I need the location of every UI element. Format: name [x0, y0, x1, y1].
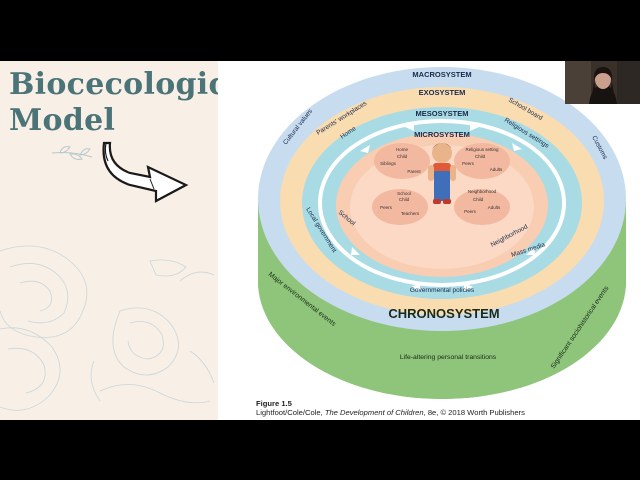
figure-number: Figure 1.5 — [256, 399, 292, 408]
svg-text:Siblings: Siblings — [380, 161, 397, 166]
left-decorative-panel: Biocecological Model — [0, 61, 218, 420]
bubble-school: School Child Peers Teachers — [372, 189, 428, 225]
mesosystem-label: MESOSYSTEM — [416, 109, 469, 118]
presentation-slide: Biocecological Model — [0, 61, 640, 420]
meso-track-arrows — [351, 123, 535, 291]
bubble-neighborhood: Neighborhood Child Peers Adults — [454, 189, 510, 225]
leaf-sprig-icon — [51, 146, 93, 160]
slide-title-line-1: Biocecological — [9, 67, 218, 102]
microsystem-label: MICROSYSTEM — [414, 130, 470, 139]
curved-arrow-icon — [102, 141, 189, 203]
governmental-policies-label: Governmental policies — [410, 287, 475, 294]
caption-prefix: Lightfoot/Cole/Cole, — [256, 408, 325, 417]
bubble-religious-setting: Religious setting Child Peers Adults — [454, 143, 510, 179]
svg-text:Parent: Parent — [407, 169, 421, 174]
svg-text:Adults: Adults — [488, 205, 501, 210]
svg-text:Child: Child — [399, 197, 410, 202]
rose-flowers — [0, 245, 215, 411]
svg-text:Child: Child — [475, 154, 486, 159]
life-altering-transitions-label: Life-altering personal transitions — [400, 354, 497, 361]
floral-illustration — [0, 141, 215, 411]
slide-title-line-2: Model — [9, 103, 116, 138]
macrosystem-label: MACROSYSTEM — [412, 70, 471, 79]
svg-text:Home: Home — [396, 147, 409, 152]
figure-caption: Figure 1.5 Lightfoot/Cole/Cole, The Deve… — [256, 399, 525, 417]
svg-text:Peers: Peers — [380, 205, 393, 210]
svg-text:Peers: Peers — [462, 161, 475, 166]
svg-text:Adults: Adults — [490, 167, 503, 172]
bubble-home: Home Child Siblings Parent — [374, 143, 430, 179]
svg-text:School: School — [397, 191, 411, 196]
caption-book-title: The Development of Children — [324, 408, 424, 417]
caption-suffix: , 8e, © 2018 Worth Publishers — [423, 408, 525, 417]
child-figure-icon — [428, 143, 456, 204]
presenter-video-icon — [565, 61, 640, 104]
chronosystem-label: CHRONOSYSTEM — [388, 306, 499, 321]
webcam-video-feed — [565, 61, 640, 104]
svg-text:Child: Child — [473, 197, 484, 202]
exosystem-label: EXOSYSTEM — [419, 88, 466, 97]
svg-text:Peers: Peers — [464, 209, 477, 214]
meso-arrow-track — [318, 119, 566, 287]
svg-text:Religious setting: Religious setting — [465, 147, 499, 152]
svg-text:Neighborhood: Neighborhood — [468, 189, 497, 194]
bioecological-model-diagram: MACROSYSTEM EXOSYSTEM MESOSYSTEM MICROSY… — [258, 67, 626, 399]
svg-text:Teachers: Teachers — [401, 211, 420, 216]
slide-title: Biocecological Model — [9, 67, 218, 139]
svg-text:Child: Child — [397, 154, 408, 159]
